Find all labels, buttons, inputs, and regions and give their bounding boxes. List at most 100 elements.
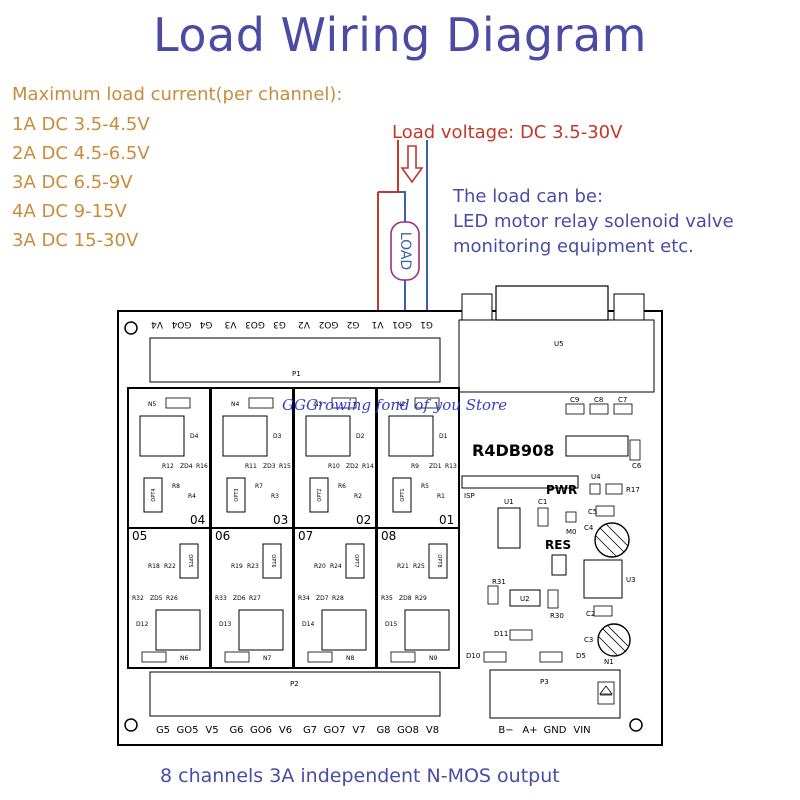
c1-cap (537, 507, 549, 527)
p2-label: P2 (290, 680, 299, 688)
channel-mosfet-06 (238, 609, 284, 651)
p1-connector (149, 337, 441, 383)
spec-line-1: 1A DC 3.5-4.5V (12, 114, 150, 135)
channel-zd-label: ZD6 (233, 595, 246, 602)
channel-r2-label: R16 (196, 463, 208, 470)
supply-red-wire (378, 140, 399, 193)
channel-output-label: 08 (381, 529, 396, 543)
channel-opt-label: OPT5 (187, 554, 193, 567)
bottom-terminal-g8: G8 (376, 725, 390, 736)
channel-n-label: N7 (263, 655, 271, 662)
r30-label: R30 (550, 612, 564, 620)
u4-chip (565, 435, 629, 457)
res-label: RES (545, 538, 571, 552)
c2-cap (593, 605, 613, 617)
current-arrow (400, 145, 424, 184)
top-terminal-v4: V4 (151, 319, 163, 329)
load-label: LOAD (397, 232, 413, 270)
power-terminal-1: A+ (522, 725, 537, 736)
channel-r4-label: R3 (271, 493, 279, 500)
u1-chip (497, 507, 521, 549)
load-can-be-heading: The load can be: (453, 186, 604, 207)
channel-diode-05 (141, 651, 167, 663)
r31-label: R31 (492, 578, 506, 586)
channel-output-label: 07 (298, 529, 313, 543)
channel-opt-label: OPT7 (353, 554, 359, 567)
u5-label: U5 (554, 340, 564, 348)
u2-label: U2 (520, 595, 530, 603)
load-can-be-line-2: monitoring equipment etc. (453, 236, 694, 257)
channel-mosfet-07 (321, 609, 367, 651)
channel-r2-label: R15 (279, 463, 291, 470)
channel-diode-06 (224, 651, 250, 663)
c9-label: C9 (570, 396, 579, 404)
channel-diode-04 (165, 397, 191, 409)
channel-r4-label: R27 (249, 595, 261, 602)
c4-label: C4 (584, 524, 594, 532)
channel-r4-label: R2 (354, 493, 362, 500)
diagram-title: Load Wiring Diagram (153, 8, 647, 62)
channel-r4-label: R4 (188, 493, 196, 500)
c7-label: C7 (618, 396, 627, 404)
channel-opto-08 (428, 543, 448, 579)
m0-label: M0 (566, 528, 577, 536)
u4-label: U4 (591, 473, 601, 481)
channel-output-label: 05 (132, 529, 147, 543)
channel-opto-05 (179, 543, 199, 579)
d10-label: D10 (466, 652, 480, 660)
channel-n-label: N4 (231, 401, 239, 408)
channel-opt-label: OPT1 (400, 488, 406, 501)
mount-hole-tl (124, 321, 138, 335)
c6-cap (629, 439, 641, 461)
channel-r4-label: R28 (332, 595, 344, 602)
channel-opto-04 (143, 477, 163, 513)
bottom-terminal-g7: G7 (303, 725, 317, 736)
pwr-led (589, 483, 601, 495)
channel-mosfet-03 (222, 415, 268, 457)
channel-zd-label: ZD5 (150, 595, 163, 602)
channel-n-label: N5 (148, 401, 156, 408)
d11-label: D11 (494, 630, 508, 638)
top-terminal-g1: G1 (420, 319, 433, 329)
bottom-terminal-v8: V8 (426, 725, 439, 736)
channel-opt-label: OPT2 (317, 488, 323, 501)
channel-r3-label: R5 (421, 483, 429, 490)
top-terminal-go2: GO2 (319, 319, 339, 329)
channel-diode-08 (390, 651, 416, 663)
channel-r2-label: R23 (247, 563, 259, 570)
bottom-terminal-go5: GO5 (177, 725, 199, 736)
channel-diode-02 (331, 397, 357, 409)
top-terminal-v2: V2 (298, 319, 310, 329)
c2-label: C2 (586, 610, 595, 618)
channel-r2-label: R25 (413, 563, 425, 570)
u3-regulator (583, 559, 623, 599)
channel-diode-07 (307, 651, 333, 663)
channel-d-label: D15 (385, 621, 397, 628)
top-terminal-go4: GO4 (171, 319, 191, 329)
channel-r3-label: R34 (298, 595, 310, 602)
bottom-terminal-v5: V5 (205, 725, 218, 736)
channel-zd-label: ZD4 (180, 463, 193, 470)
c9-cap (565, 403, 585, 415)
top-terminal-go3: GO3 (245, 319, 265, 329)
channel-output-label: 06 (215, 529, 230, 543)
tvs-diode (597, 681, 615, 705)
channel-r3-label: R33 (215, 595, 227, 602)
channel-r3-label: R6 (338, 483, 346, 490)
db9-shell (495, 285, 609, 321)
channel-opt-label: OPT8 (436, 554, 442, 567)
mount-hole-bl (124, 718, 138, 732)
channel-n-label: N2 (397, 401, 405, 408)
channel-r1-label: R18 (148, 563, 160, 570)
d5-diode (539, 651, 563, 663)
u1-label: U1 (504, 498, 514, 506)
spec-line-2: 2A DC 4.5-6.5V (12, 143, 150, 164)
power-terminal-2: GND (544, 725, 567, 736)
channel-opto-03 (226, 477, 246, 513)
power-terminal-0: B− (498, 725, 513, 736)
d10-diode (483, 651, 507, 663)
load-can-be-line-1: LED motor relay solenoid valve (453, 211, 734, 232)
